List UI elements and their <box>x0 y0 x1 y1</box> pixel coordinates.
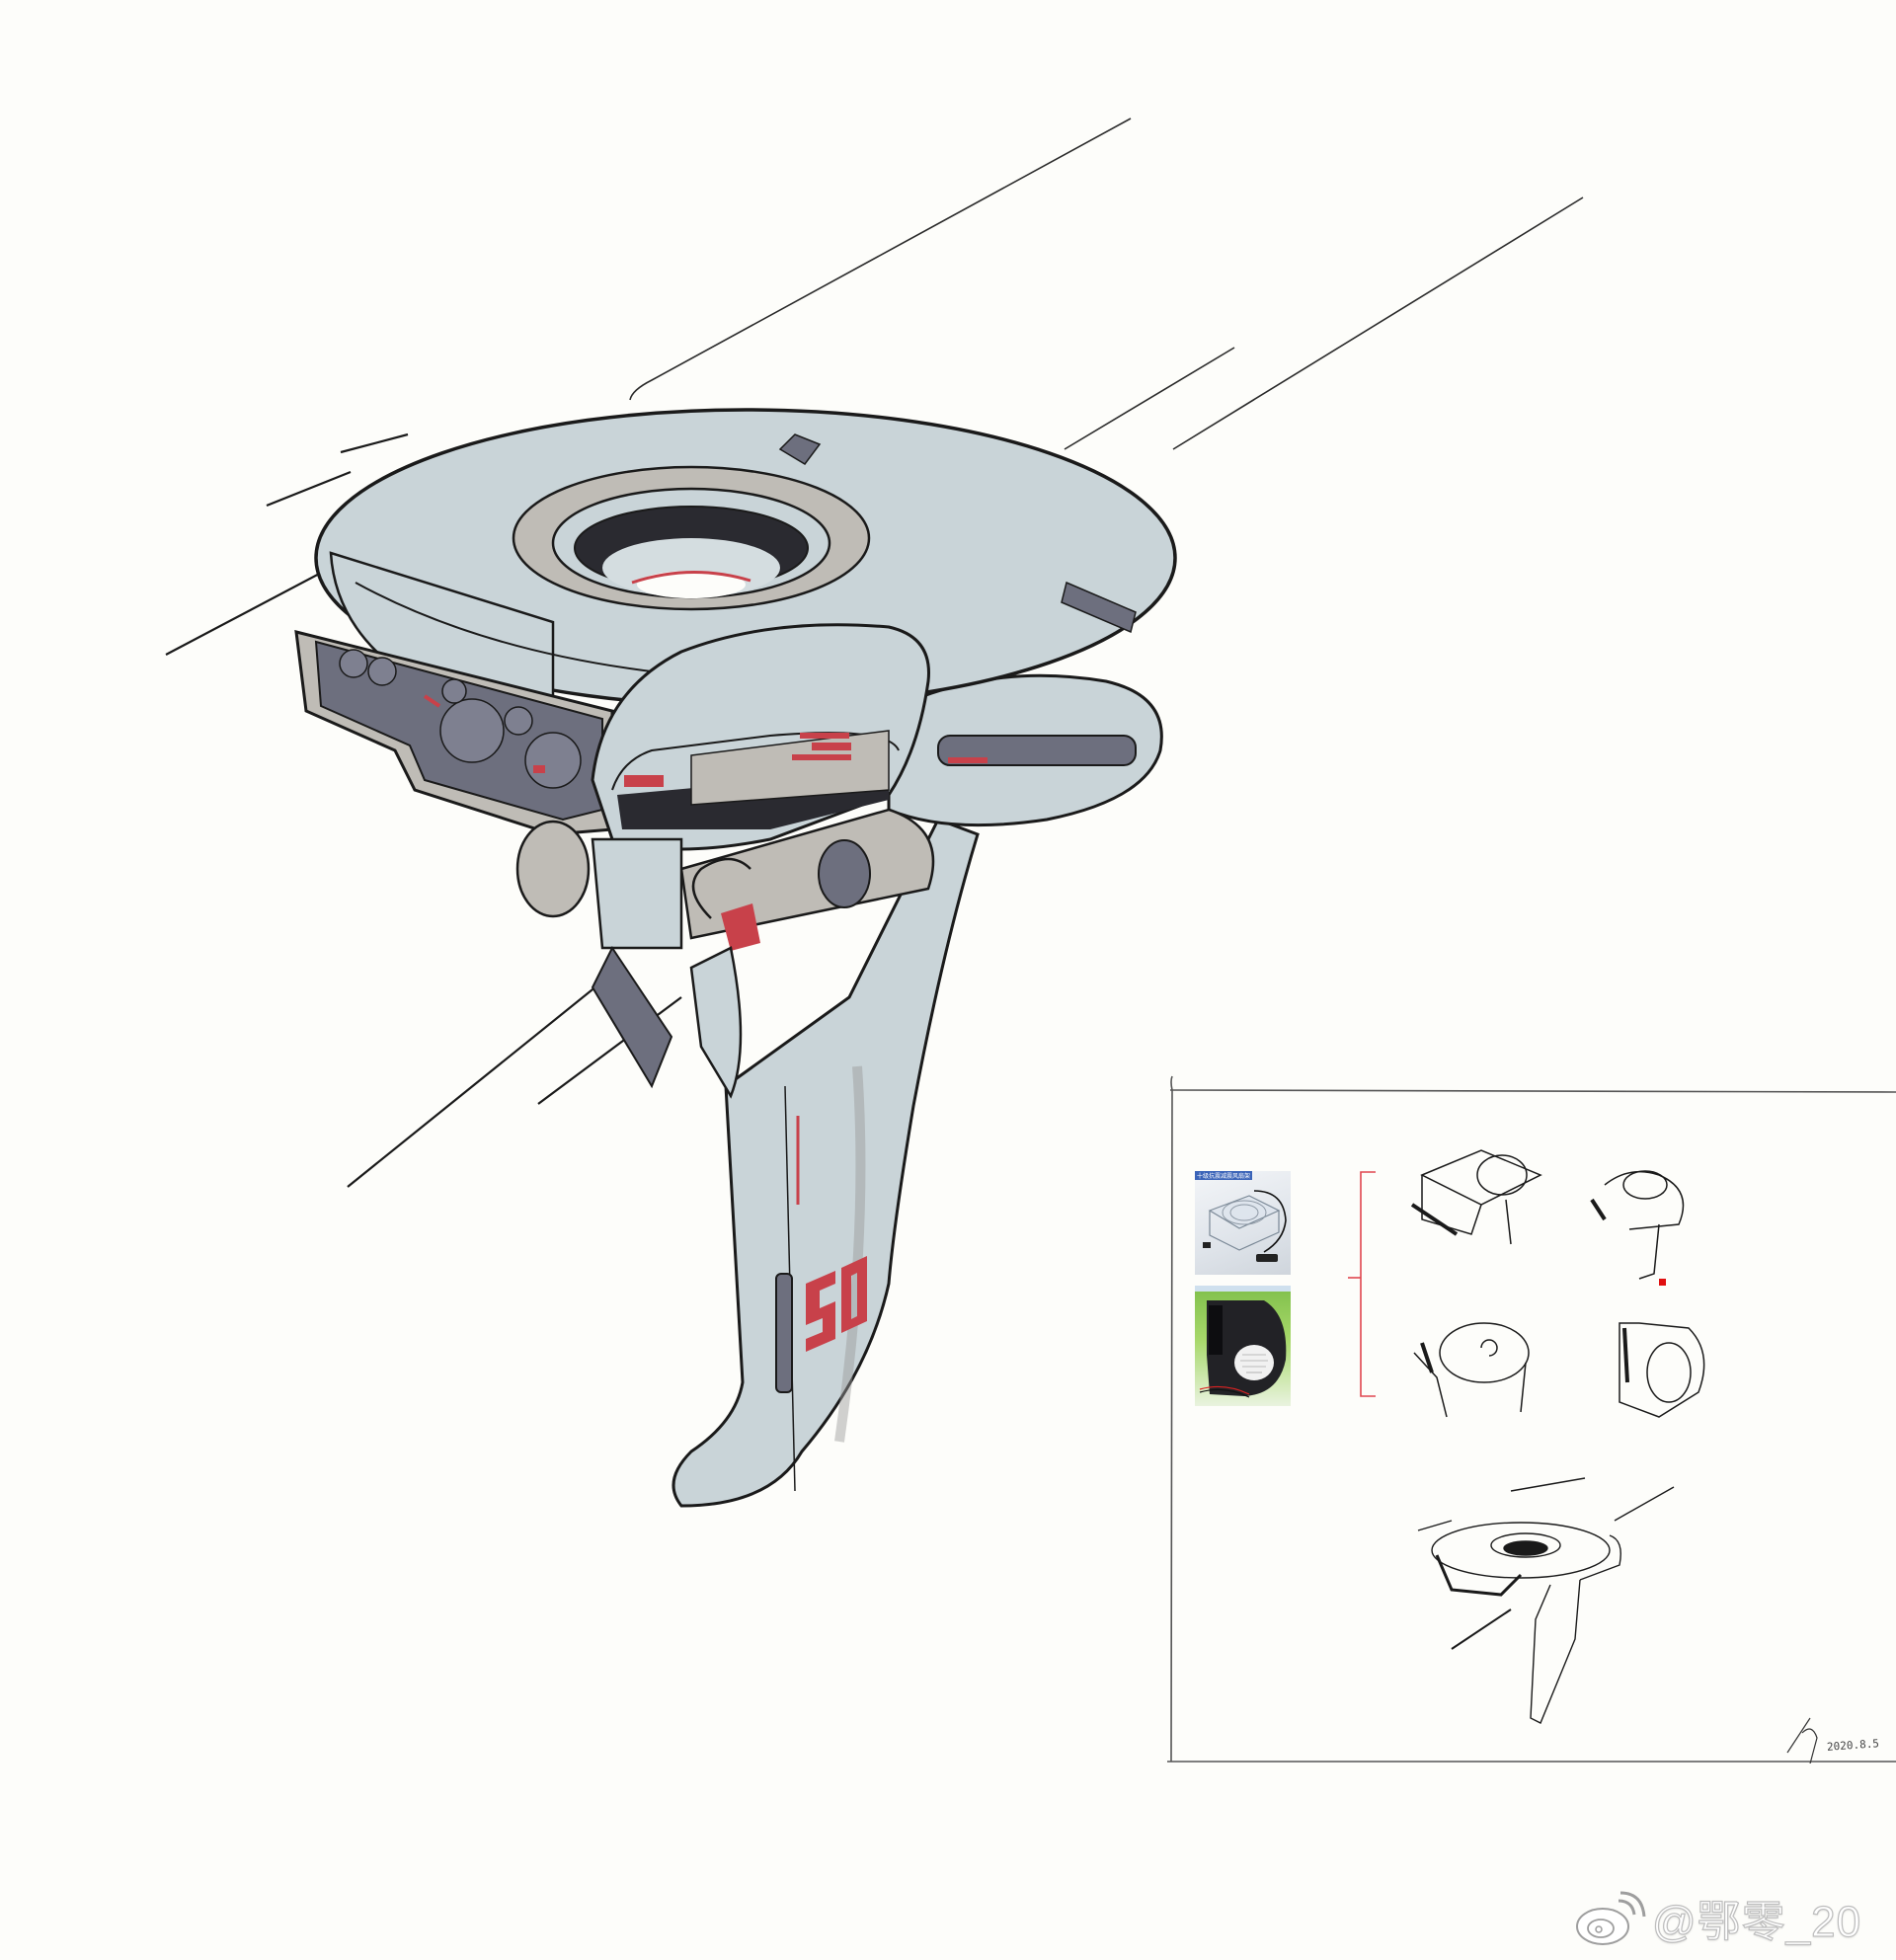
red-marker <box>1659 1279 1666 1286</box>
tail-fin <box>672 818 980 1508</box>
sketch-fan-4 <box>1619 1322 1705 1418</box>
sketch-fan-1 <box>1410 1149 1542 1245</box>
watermark: @鄂零_20 <box>1575 1886 1861 1949</box>
sketch-fan-3 <box>1413 1322 1530 1418</box>
fan-mount-icon <box>1203 1190 1287 1262</box>
main-saucer <box>314 408 1177 723</box>
sketch-spacecraft-small <box>1417 1477 1675 1724</box>
watermark-text: @鄂零_20 <box>1651 1897 1862 1946</box>
board-frame <box>1167 1075 1896 1763</box>
speed-lines <box>629 118 1584 450</box>
reference-photo-blower-fan <box>1195 1286 1291 1406</box>
lower-thrusters <box>515 808 935 1099</box>
signature-mark <box>1786 1717 1818 1764</box>
cockpit-marking <box>792 733 851 760</box>
weibo-icon <box>1576 1891 1646 1945</box>
cockpit-module <box>591 623 930 851</box>
reference-board <box>1167 1075 1896 1764</box>
bracket-marker <box>1348 1171 1376 1397</box>
reference-photo-fan-mount: 十级抗震减震风扇架 <box>1195 1171 1291 1275</box>
photo-label: 十级抗震减震风扇架 <box>1195 1171 1253 1180</box>
lower-ring <box>887 673 1163 827</box>
sketch-fan-2 <box>1590 1170 1685 1280</box>
hull-number-20 <box>806 1256 867 1352</box>
left-intake-module <box>294 630 614 836</box>
blower-fan-icon <box>1195 1286 1291 1398</box>
